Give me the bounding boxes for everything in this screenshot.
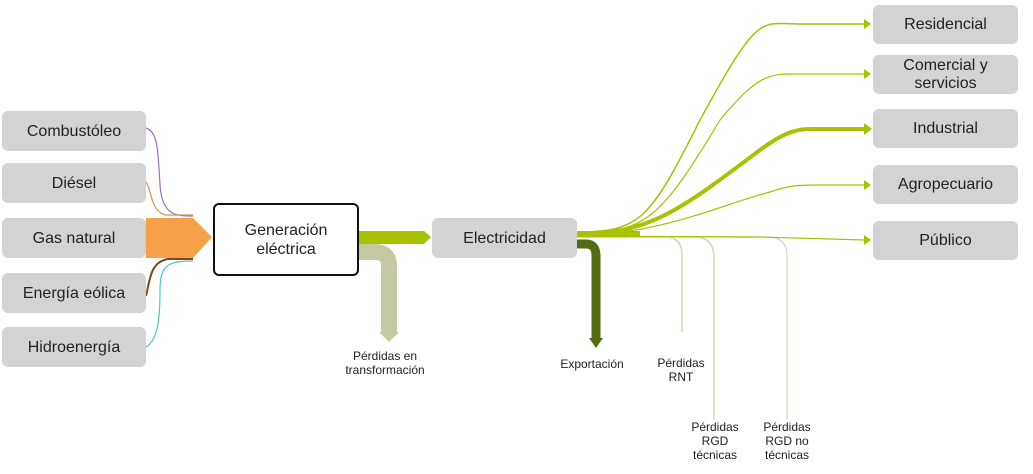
arrowhead-exportacion bbox=[589, 338, 603, 348]
flow-gas-natural bbox=[146, 218, 212, 258]
flow-generacion-electricidad bbox=[358, 231, 431, 244]
flow-publico bbox=[576, 235, 866, 241]
arrowhead-residencial bbox=[864, 19, 871, 29]
arrowhead-publico bbox=[864, 235, 871, 245]
node-residencial[interactable]: Residencial bbox=[873, 5, 1018, 44]
arrowhead-industrial bbox=[864, 123, 872, 135]
node-hidroenergia[interactable]: Hidroenergía bbox=[2, 327, 146, 367]
label-perdidas-rgd-no-tecnicas: Pérdidas RGD no técnicas bbox=[763, 420, 811, 462]
node-comercial-label: Comercial y servicios bbox=[903, 56, 988, 92]
flow-exportacion bbox=[577, 239, 601, 340]
label-perdidas-rgd-tecnicas: Pérdidas RGD técnicas bbox=[691, 420, 739, 462]
node-gas-natural[interactable]: Gas natural bbox=[2, 218, 146, 258]
flow-diesel bbox=[145, 181, 193, 216]
node-publico-label: Público bbox=[919, 232, 972, 249]
arrowhead-agropecuario bbox=[864, 180, 871, 190]
node-generacion-electrica[interactable]: Generación eléctrica bbox=[213, 203, 359, 276]
node-residencial-label: Residencial bbox=[904, 16, 987, 33]
node-energia-eolica-label: Energía eólica bbox=[22, 284, 126, 302]
node-hidroenergia-label: Hidroenergía bbox=[27, 338, 121, 356]
flow-industrial bbox=[576, 126, 866, 236]
flow-agropecuario bbox=[576, 184, 865, 236]
label-perdidas-rnt: Pérdidas RNT bbox=[657, 356, 705, 384]
node-publico[interactable]: Público bbox=[873, 221, 1018, 260]
flow-perdidas-transformacion bbox=[358, 244, 397, 335]
node-electricidad-label: Electricidad bbox=[463, 229, 546, 247]
flow-residencial bbox=[576, 22, 865, 233]
node-combustoleo[interactable]: Combustóleo bbox=[2, 111, 146, 151]
flow-hidro bbox=[145, 260, 194, 348]
node-comercial-servicios[interactable]: Comercial y servicios bbox=[873, 55, 1018, 94]
node-industrial[interactable]: Industrial bbox=[873, 109, 1018, 148]
flow-eolica bbox=[145, 258, 193, 297]
node-generacion-label: Generación eléctrica bbox=[244, 221, 328, 258]
label-perdidas-transformacion: Pérdidas en transformación bbox=[345, 349, 425, 377]
flow-comercial bbox=[576, 73, 865, 234]
node-industrial-label: Industrial bbox=[913, 120, 978, 137]
node-agropecuario[interactable]: Agropecuario bbox=[873, 165, 1018, 204]
node-electricidad[interactable]: Electricidad bbox=[432, 218, 577, 258]
arrowhead-comercial bbox=[864, 69, 871, 79]
label-exportacion: Exportación bbox=[560, 357, 624, 371]
node-agropecuario-label: Agropecuario bbox=[897, 176, 994, 193]
arrowhead-perdidas-transformacion bbox=[379, 332, 399, 342]
node-energia-eolica[interactable]: Energía eólica bbox=[2, 273, 146, 313]
node-diesel-label: Diésel bbox=[51, 174, 97, 192]
node-combustoleo-label: Combustóleo bbox=[26, 122, 122, 140]
node-diesel[interactable]: Diésel bbox=[2, 163, 146, 203]
node-gas-natural-label: Gas natural bbox=[32, 229, 116, 247]
